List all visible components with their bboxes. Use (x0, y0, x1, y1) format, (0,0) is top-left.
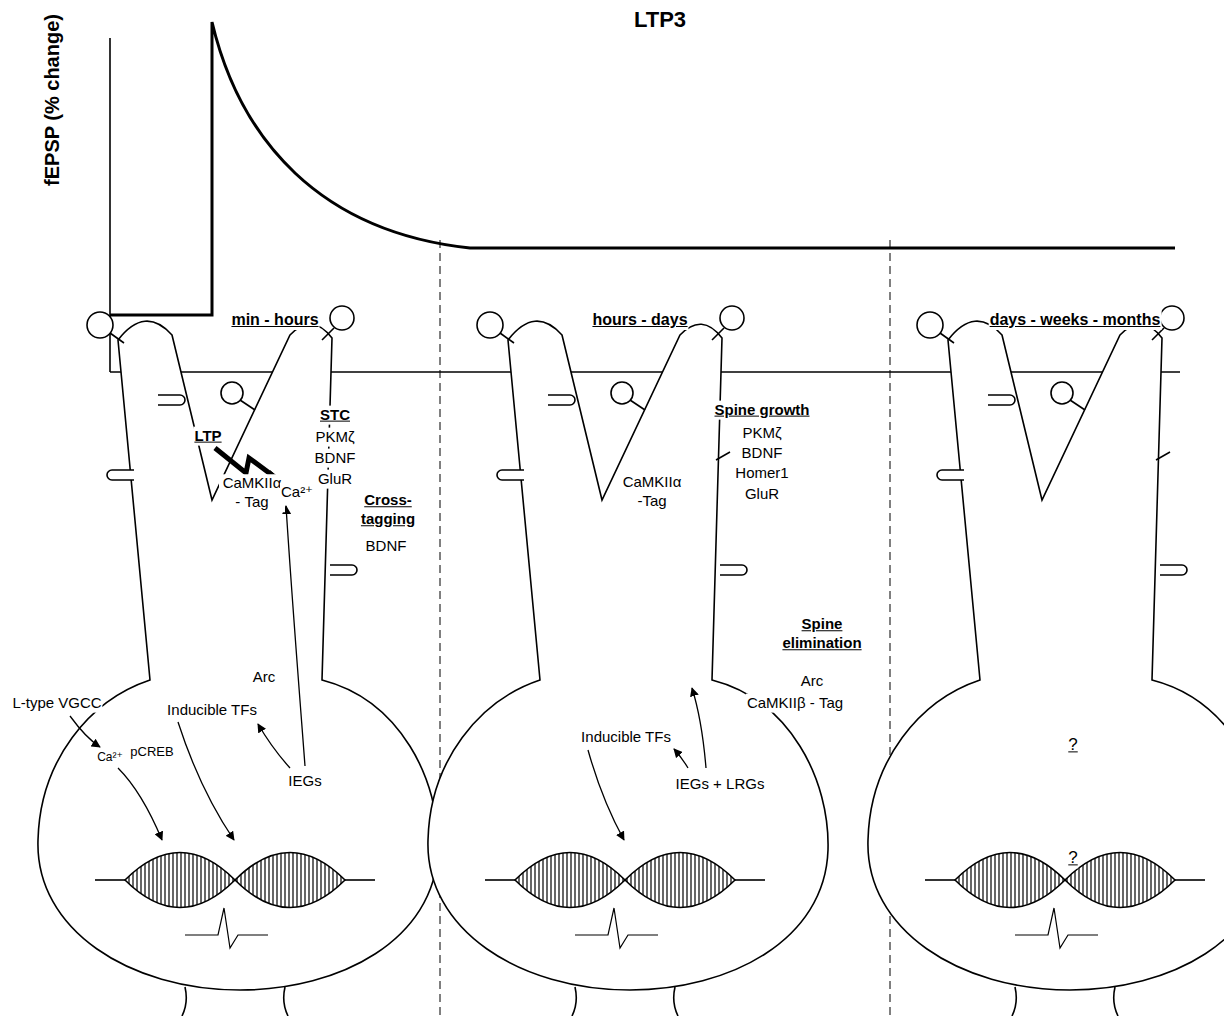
unknown-mark: ? (1067, 734, 1078, 755)
molecule-label: PKMζ (314, 428, 355, 447)
molecule-label: L-type VGCC (11, 694, 102, 713)
phase-heading: min - hours (230, 310, 319, 330)
figure-title: LTP3 (633, 6, 687, 34)
molecule-label: BDNF (365, 537, 408, 556)
axis-label: fEPSP (% change) (40, 13, 65, 187)
phase-heading: hours - days (591, 310, 688, 330)
molecule-label: GluR (317, 470, 353, 489)
molecule-label: CaMKIIα - Tag (219, 474, 285, 512)
molecule-label: Inducible TFs (166, 701, 258, 720)
phase-heading: days - weeks - months (989, 310, 1162, 330)
molecule-label: Ca²⁺ (96, 750, 124, 765)
molecule-label: IEGs (287, 772, 322, 791)
molecule-label: CaMKIIα -Tag (619, 473, 685, 511)
process-heading: Cross- tagging (354, 491, 422, 529)
process-heading: Spine growth (714, 401, 811, 420)
unknown-mark: ? (1067, 847, 1078, 868)
molecule-label: CaMKIIβ - Tag (746, 694, 844, 713)
molecule-label: Arc (800, 672, 825, 691)
molecule-label: PKMζ (741, 424, 782, 443)
molecule-label: BDNF (741, 444, 784, 463)
molecule-label: BDNF (314, 449, 357, 468)
molecule-label: Homer1 (734, 464, 789, 483)
molecule-label: Ca²⁺ (280, 483, 314, 502)
molecule-label: pCREB (129, 744, 174, 760)
molecule-label: Inducible TFs (580, 728, 672, 747)
process-heading: STC (319, 406, 351, 425)
stimulus-label: LTP (193, 427, 222, 446)
molecule-label: Arc (252, 668, 277, 687)
process-heading: Spine elimination (771, 615, 873, 653)
molecule-label: IEGs + LRGs (675, 775, 766, 794)
molecule-label: GluR (744, 485, 780, 504)
